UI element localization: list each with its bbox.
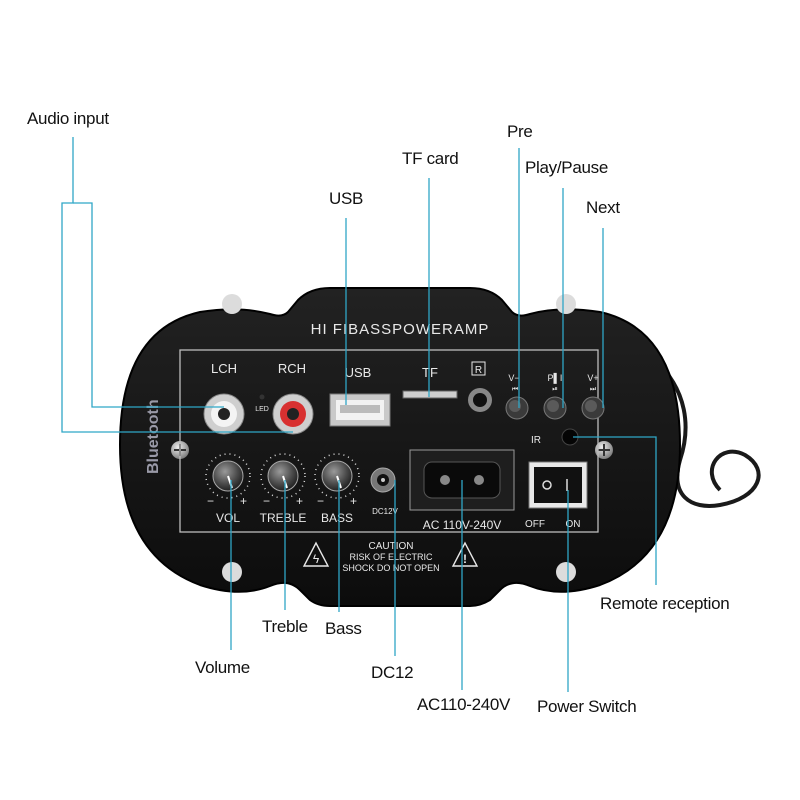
caution-line-2: SHOCK DO NOT OPEN: [342, 563, 439, 573]
warning-triangle-icon: !: [451, 541, 479, 567]
led-indicator: [259, 394, 265, 400]
mount-hole: [222, 294, 242, 314]
bass-knob-label: BASS: [321, 511, 353, 525]
callout-usb: USB: [329, 189, 364, 208]
amplifier-panel: [118, 287, 682, 607]
lch-label: LCH: [211, 361, 237, 376]
audio-input-leader: [61, 137, 293, 433]
callout-tf-card: TF card: [402, 149, 459, 168]
audio-input-leader: [73, 202, 224, 408]
skip-forward-icon: ⏭: [590, 386, 597, 393]
vol-label: VOL: [216, 511, 240, 525]
usb-port-label: USB: [345, 365, 372, 380]
play-pause-button[interactable]: [543, 396, 567, 420]
bass-plus: +: [350, 494, 357, 508]
callout-volume: Volume: [195, 658, 250, 677]
callout-ac: AC110-240V: [417, 695, 511, 714]
dc12v-label: DC12V: [372, 507, 398, 516]
usb-port[interactable]: [329, 393, 391, 427]
registered-mark-icon: R: [471, 361, 486, 376]
led-label: LED: [255, 406, 269, 413]
svg-text:R: R: [475, 365, 482, 376]
bass-minus: −: [317, 494, 324, 508]
play-label: P▌I: [548, 372, 563, 384]
lch-rca-jack[interactable]: [203, 393, 245, 435]
callout-treble: Treble: [262, 617, 308, 636]
callout-pre: Pre: [507, 122, 533, 141]
callout-bass: Bass: [325, 619, 362, 638]
leader-lines: [61, 137, 657, 692]
callout-play-pause: Play/Pause: [525, 158, 608, 177]
brand-title: HI FIBASSPOWERAMP: [311, 321, 490, 338]
switch-off-label: OFF: [525, 519, 545, 530]
control-frame: [179, 349, 599, 533]
v-plus-label: V+: [587, 373, 598, 383]
rch-label: RCH: [278, 361, 306, 376]
switch-on-label: ON: [566, 519, 581, 530]
caution-title: CAUTION: [369, 541, 414, 552]
svg-text:ϟ: ϟ: [313, 552, 320, 566]
svg-text:!: !: [463, 552, 467, 566]
aux-jack[interactable]: [468, 388, 492, 412]
v-minus-label: V−: [508, 373, 519, 383]
remote-reception-leader: [573, 436, 657, 585]
pre-button[interactable]: [505, 396, 529, 420]
play-pause-icon: ⏯: [552, 386, 558, 393]
callout-dc12: DC12: [371, 663, 414, 682]
callout-remote-reception: Remote reception: [600, 594, 730, 613]
vol-minus: −: [207, 494, 214, 508]
rch-rca-jack[interactable]: [272, 393, 314, 435]
mount-hole: [556, 562, 576, 582]
treble-plus: +: [296, 494, 303, 508]
callout-audio-input: Audio input: [27, 109, 109, 128]
power-rocker-switch[interactable]: [528, 461, 588, 509]
treble-knob[interactable]: [260, 453, 306, 499]
callout-next: Next: [586, 198, 620, 217]
callout-power-switch: Power Switch: [537, 697, 637, 716]
dc12v-jack[interactable]: [370, 467, 396, 493]
vol-plus: +: [240, 494, 247, 508]
mount-hole: [222, 562, 242, 582]
mount-hole: [556, 294, 576, 314]
ir-label: IR: [531, 435, 541, 446]
caution-line-1: RISK OF ELECTRIC: [349, 552, 433, 562]
volume-knob[interactable]: [205, 453, 251, 499]
treble-minus: −: [263, 494, 270, 508]
next-button[interactable]: [581, 396, 605, 420]
tf-card-slot[interactable]: [402, 390, 458, 399]
tf-slot-label: TF: [422, 365, 438, 380]
warning-triangle-icon: ϟ: [302, 541, 330, 567]
bluetooth-side-text: Bluetooth: [145, 399, 162, 474]
treble-knob-label: TREBLE: [260, 511, 307, 525]
skip-back-icon: ⏮: [512, 386, 518, 393]
